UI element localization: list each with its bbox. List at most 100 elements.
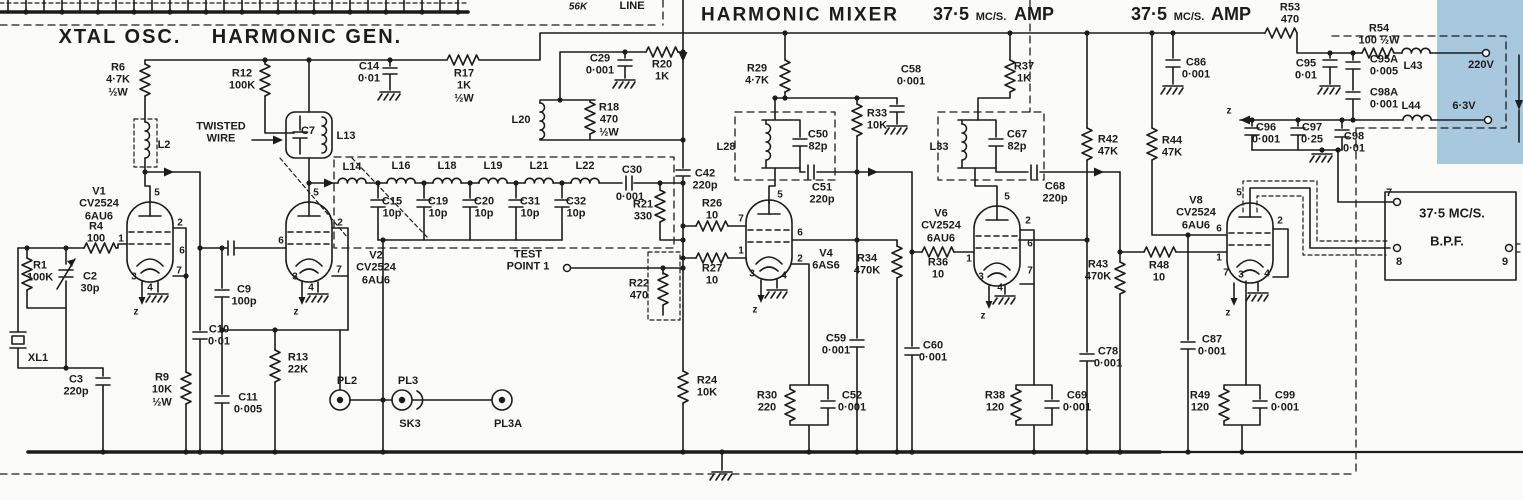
v6-pin: 1 xyxy=(966,253,972,265)
label-l2: L2 xyxy=(157,138,171,151)
label-amp: AMP xyxy=(1211,3,1251,24)
label-c95: C95 0·01 xyxy=(1294,57,1318,82)
label-pl2: PL2 xyxy=(336,374,358,387)
label-c31: C31 10p xyxy=(519,195,541,220)
label-r53: R53 470 xyxy=(1279,1,1301,26)
z-label: z xyxy=(293,306,299,318)
bpf-box xyxy=(1384,191,1517,281)
label-line: LINE xyxy=(619,0,645,12)
bpf-pin-9: 9 xyxy=(1501,255,1509,268)
v8-pin: 2 xyxy=(1277,215,1283,227)
label-c10: C10 0·01 xyxy=(207,323,231,348)
label-b.p.f.: B.P.F. xyxy=(1430,233,1464,249)
label-c3: C3 220p xyxy=(63,373,89,398)
label-v4: V4 6AS6 xyxy=(812,247,840,272)
label-37·5: 37·5 xyxy=(932,3,970,24)
label-v8: V8 CV2524 6AU6 xyxy=(1176,194,1216,232)
label-l19: L19 xyxy=(483,159,503,172)
label-r21: R21 330 xyxy=(632,198,654,223)
v1-pin: 4 xyxy=(147,282,153,294)
label-v1: V1 CV2524 6AU6 xyxy=(79,185,119,223)
label-r44: R44 47K xyxy=(1161,134,1183,159)
label-c68: C68 220p xyxy=(1042,180,1068,205)
label-harmonic: HARMONIC MIXER xyxy=(701,4,899,26)
label-r20: R20 1K xyxy=(651,58,673,83)
power-panel xyxy=(1437,0,1523,164)
label-xtal: XTAL OSC. xyxy=(58,25,182,48)
terminal-6-3v xyxy=(1483,115,1493,125)
junction-dots xyxy=(23,9,1356,455)
label-r42: R42 47K xyxy=(1097,133,1119,158)
label-r30: R30 220 xyxy=(756,389,778,414)
label-c98a: C98A 0·001 xyxy=(1369,86,1399,111)
label-c69: C69 0·001 xyxy=(1062,389,1092,414)
label-c95a: C95A 0·005 xyxy=(1369,53,1399,78)
bpf-pin-7: 7 xyxy=(1385,186,1393,199)
label-l14: L14 xyxy=(342,160,362,173)
z-label: z xyxy=(1225,307,1231,319)
label-c11: C11 0·005 xyxy=(233,391,263,416)
v8-pin: 1 xyxy=(1216,252,1222,264)
label-r29: R29 4·7K xyxy=(745,62,769,87)
v8-pin: 7 xyxy=(1223,267,1229,279)
label-c50: C50 82p xyxy=(807,128,829,153)
label-c78: C78 0·001 xyxy=(1093,345,1123,370)
label-c87: C87 0·001 xyxy=(1197,333,1227,358)
v8-pin: 5 xyxy=(1236,187,1242,199)
v6-pin: 6 xyxy=(1027,238,1033,250)
label-r33: R33 10K xyxy=(866,107,888,132)
label-xl1: XL1 xyxy=(27,351,49,364)
z-label: z xyxy=(980,310,986,322)
label-c59: C59 0·001 xyxy=(821,332,851,357)
label-c60: C60 0·001 xyxy=(918,339,948,364)
label-l22: L22 xyxy=(575,159,595,172)
label-l20: L20 xyxy=(511,113,531,126)
label-l21: L21 xyxy=(529,159,549,172)
label-c97: C97 0·25 xyxy=(1300,121,1324,146)
label-l33: L33 xyxy=(929,140,949,153)
label-c42: C42 220p xyxy=(692,167,718,192)
v6-pin: 3 xyxy=(978,271,984,283)
label-amp: AMP xyxy=(1014,3,1054,24)
v4-pin: 1 xyxy=(738,245,744,257)
label-0·001: 0·001 xyxy=(615,190,645,203)
label-l16: L16 xyxy=(391,159,411,172)
label-c52: C52 0·001 xyxy=(837,389,867,414)
label-pl3: PL3 xyxy=(397,374,419,387)
v1-pin: 2 xyxy=(177,217,183,229)
label-r4: R4 100 xyxy=(86,220,106,245)
label-c58: C58 0·001 xyxy=(896,63,926,88)
v4-pin: 4 xyxy=(781,270,787,282)
v4-pin: 5 xyxy=(777,189,783,201)
v8-pin: 4 xyxy=(1264,268,1270,280)
v1-pin: 5 xyxy=(154,187,160,199)
v4-pin: 7 xyxy=(738,213,744,225)
label-r34: R34 470K xyxy=(853,252,881,277)
label-c96: C96 0·001 xyxy=(1251,121,1281,146)
label-r54: R54 100 ½W xyxy=(1358,22,1400,47)
label-c86: C86 0·001 xyxy=(1181,56,1211,81)
label-r17: R17 1K ½W xyxy=(453,67,475,105)
v2-pin: 3 xyxy=(292,271,298,283)
label-r24: R24 10K xyxy=(696,374,718,399)
label-r36: R36 10 xyxy=(927,256,949,281)
label-c15: C15 10p xyxy=(381,195,403,220)
label-r12: R12 100K xyxy=(228,67,256,92)
label-l28: L28 xyxy=(716,140,736,153)
label-c51: C51 220p xyxy=(809,181,835,206)
label-pl3a: PL3A xyxy=(493,417,523,430)
v1-pin: 3 xyxy=(131,271,137,283)
z-label: z xyxy=(1226,105,1232,117)
label-c32: C32 10p xyxy=(565,195,587,220)
label-r27: R27 10 xyxy=(701,262,723,287)
z-label: z xyxy=(133,306,139,318)
v2-pin: 2 xyxy=(337,217,343,229)
label-r6: R6 4·7K ½W xyxy=(106,61,130,99)
v4-pin: 2 xyxy=(797,253,803,265)
terminal-220v xyxy=(1481,48,1491,58)
label-r38: R38 120 xyxy=(984,389,1006,414)
v6-pin: 4 xyxy=(997,282,1003,294)
label-r43: R43 470K xyxy=(1084,258,1112,283)
